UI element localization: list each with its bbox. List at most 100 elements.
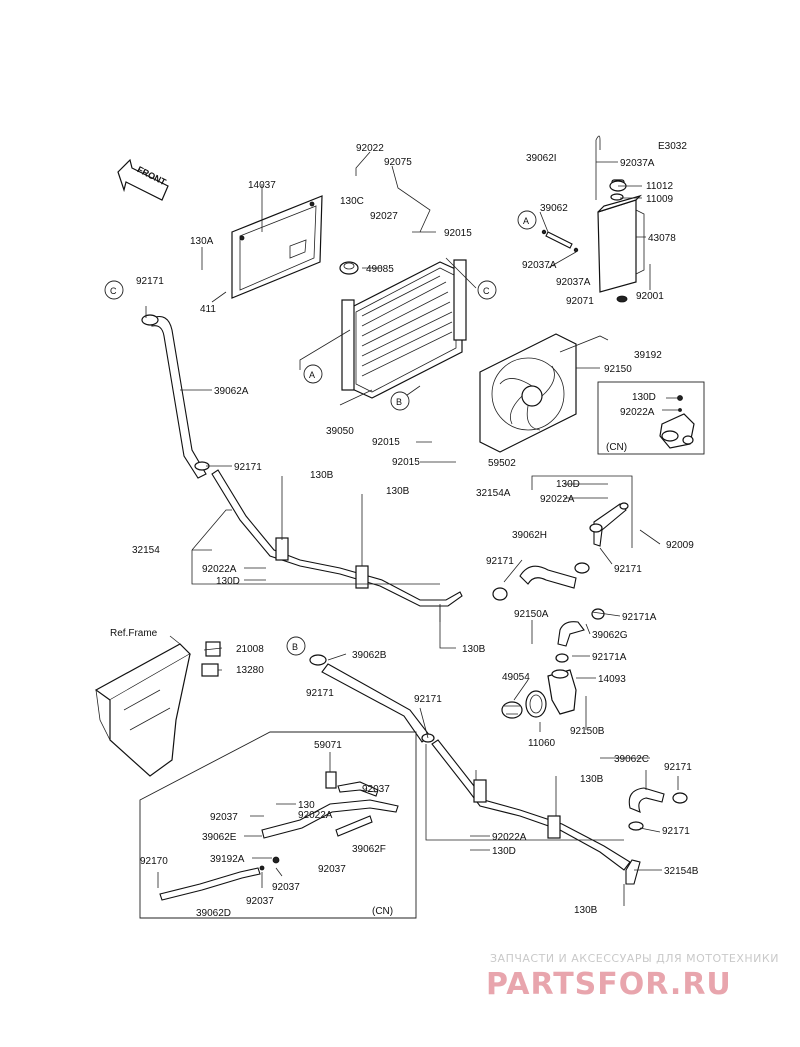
part-label: 130B	[386, 486, 410, 497]
part-label: 92071	[566, 296, 594, 307]
part-label: 39062	[540, 203, 568, 214]
part-label: 92170	[140, 856, 168, 867]
part-label: 43078	[648, 233, 676, 244]
cn-box-thermostat	[597, 381, 705, 455]
part-label: 92171	[136, 276, 164, 287]
radiator-cap	[339, 261, 359, 275]
part-label: 130D	[492, 846, 516, 857]
pipe-32154a	[589, 502, 629, 547]
part-label: 11060	[528, 738, 556, 749]
pipe-32154b	[431, 739, 641, 885]
part-label: 32154B	[664, 866, 699, 877]
part-label: 39062B	[352, 650, 387, 661]
part-label: 92022A	[298, 810, 333, 821]
part-label: 130D	[556, 479, 580, 490]
radiator	[341, 259, 467, 399]
part-label: 39062C	[614, 754, 649, 765]
part-label: 130D	[632, 392, 656, 403]
callout-a-left-letter: A	[309, 370, 315, 380]
part-label: 130B	[462, 644, 486, 655]
part-label: 32154A	[476, 488, 511, 499]
hose-39062g	[555, 608, 605, 663]
part-label: 21008	[236, 644, 264, 655]
part-label: 130B	[574, 905, 598, 916]
part-label: 92171	[486, 556, 514, 567]
part-label: 92150A	[514, 609, 549, 620]
shroud-panel	[231, 195, 323, 299]
diagram-code: E3032	[658, 141, 687, 152]
part-label: 92150	[604, 364, 632, 375]
part-label: 39062E	[202, 832, 237, 843]
pipe-32154	[211, 469, 463, 622]
watermark-line1: ЗАПЧАСТИ И АКСЕССУАРЫ ДЛЯ МОТОТЕХНИКИ	[490, 952, 779, 965]
part-label: 92015	[372, 437, 400, 448]
part-label: 92171	[614, 564, 642, 575]
callout-c-right: C	[477, 280, 497, 300]
part-label: 92015	[444, 228, 472, 239]
part-label: 59502	[488, 458, 516, 469]
part-label: 11012	[646, 181, 674, 192]
part-label: 92022	[356, 143, 384, 154]
callout-c-right-letter: C	[483, 286, 490, 296]
part-label: 92022A	[620, 407, 655, 418]
part-label: 49054	[502, 672, 530, 683]
callout-a-left: A	[303, 364, 323, 384]
part-label: 92171A	[592, 652, 627, 663]
part-label: 13280	[236, 665, 264, 676]
callout-a-right: A	[517, 210, 537, 230]
part-label: 130B	[580, 774, 604, 785]
part-label: 92171	[664, 762, 692, 773]
hose-39062h	[492, 562, 590, 601]
part-label: 92171	[234, 462, 262, 473]
part-label: 92037	[246, 896, 274, 907]
part-label: 92037	[272, 882, 300, 893]
callout-b-bottom-letter: B	[292, 642, 298, 652]
callout-c-left-letter: C	[110, 286, 117, 296]
ref-frame-label: Ref.Frame	[110, 628, 158, 639]
hose-39062a	[141, 314, 210, 479]
part-label: 92022A	[492, 832, 527, 843]
part-label: 130	[298, 800, 315, 811]
part-label: 411	[200, 304, 216, 315]
part-label: 92171	[414, 694, 442, 705]
tank-hose	[541, 229, 579, 253]
part-label: 92022A	[202, 564, 237, 575]
thermostat-housing	[659, 395, 695, 449]
callout-b-top-letter: B	[396, 397, 402, 407]
part-label: 39062D	[196, 908, 231, 919]
thermostat-case-14093	[547, 669, 577, 715]
part-label: 92150B	[570, 726, 605, 737]
gasket-11060	[525, 690, 547, 718]
part-label: 92171	[662, 826, 690, 837]
part-label: 130B	[310, 470, 334, 481]
cn-box-lower	[139, 731, 417, 919]
cn-label-lower: (CN)	[372, 906, 393, 917]
part-label: 39062G	[592, 630, 628, 641]
callout-a-right-letter: A	[523, 216, 529, 226]
part-labels: 14037 130A 411 92022 92075 130C 92027 92…	[132, 143, 699, 919]
part-label: 92037A	[620, 158, 655, 169]
reserve-tank	[595, 135, 645, 303]
part-label: 130A	[190, 236, 214, 247]
part-label: 59071	[314, 740, 342, 751]
part-label: 92015	[392, 457, 420, 468]
callout-b-top: B	[390, 391, 410, 411]
part-label: 92027	[370, 211, 398, 222]
part-label: 92022A	[540, 494, 575, 505]
leader-lines	[145, 151, 680, 906]
hose-39062c	[628, 787, 688, 831]
part-label: 92171A	[622, 612, 657, 623]
cn-label-thermostat: (CN)	[606, 442, 627, 453]
watermark: ЗАПЧАСТИ И АКСЕССУАРЫ ДЛЯ МОТОТЕХНИКИ PA…	[486, 952, 779, 1002]
part-label: 39062F	[352, 844, 386, 855]
part-label: 39062A	[214, 386, 249, 397]
part-label: 11009	[646, 194, 674, 205]
part-label: 92037	[362, 784, 390, 795]
part-label: 39192	[634, 350, 662, 361]
part-label: 92037	[210, 812, 238, 823]
part-label: 92075	[384, 157, 412, 168]
watermark-line2: PARTSFOR.RU	[486, 967, 732, 1002]
frame-structure	[94, 641, 221, 777]
part-label: 92037	[318, 864, 346, 875]
